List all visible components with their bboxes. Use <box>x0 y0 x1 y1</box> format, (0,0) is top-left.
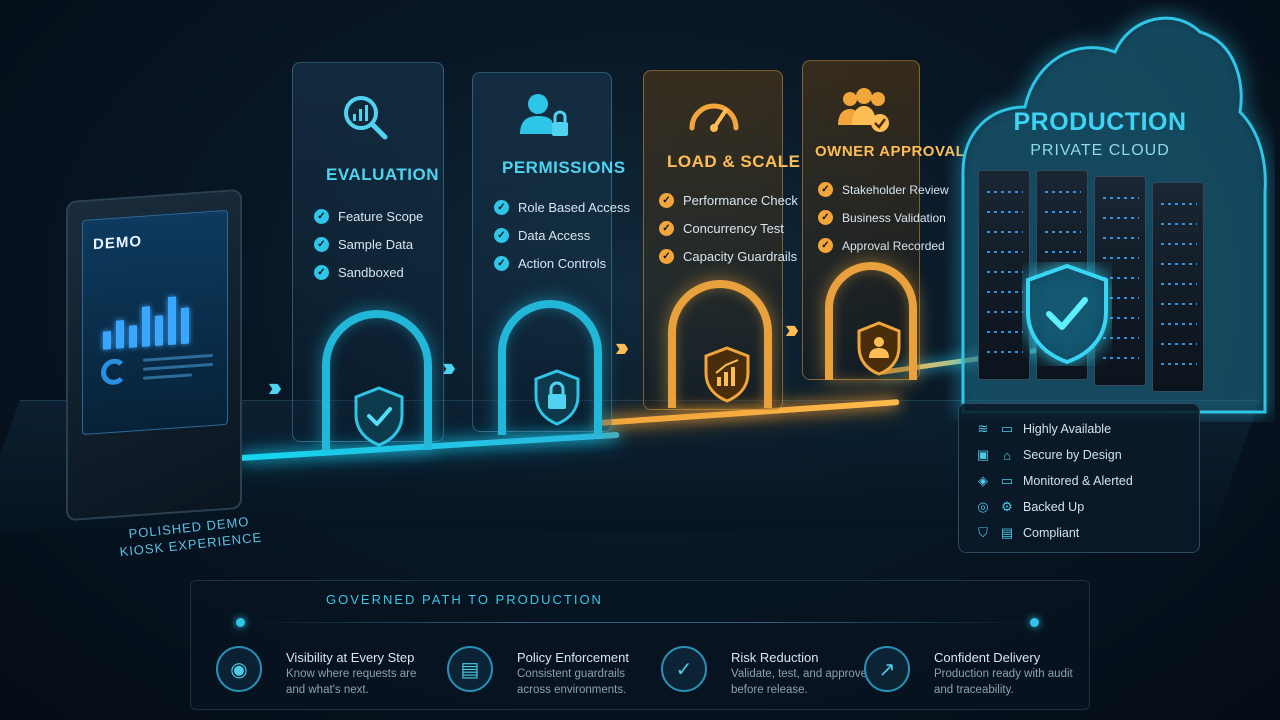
kiosk-screen-title: DEMO <box>93 232 142 254</box>
timeline-dot <box>236 618 245 627</box>
gate-arch-load-scale <box>668 280 772 408</box>
monitor-icon: ▭ <box>1000 473 1014 488</box>
list-item: ✓Concurrency Test <box>659 221 798 236</box>
shield-check-icon: ⛉ <box>978 525 988 540</box>
gate-arch-evaluation <box>322 310 432 450</box>
layers-icon: ≋ <box>977 421 989 436</box>
benefit-title: Policy Enforcement <box>517 650 629 665</box>
list-item: ≋▭Highly Available <box>975 416 1183 442</box>
stage-title-permissions: PERMISSIONS <box>502 158 626 177</box>
document-icon: ▤ <box>1000 525 1014 540</box>
stage-title-load-scale: LOAD & SCALE <box>667 152 801 171</box>
stage-title-owner-approval: OWNER APPROVAL <box>815 143 966 160</box>
benefit-desc: Production ready with audit and traceabi… <box>934 668 1073 696</box>
check-icon: ✓ <box>494 228 509 243</box>
list-item: ✓Performance Check <box>659 193 798 208</box>
list-item: ✓Business Validation <box>818 210 949 225</box>
stage-title-evaluation: EVALUATION <box>326 165 439 184</box>
list-item: ✓Action Controls <box>494 256 630 271</box>
gate-arch-owner-approval <box>825 262 917 380</box>
magnifier-chart-icon <box>344 96 388 140</box>
lock-icon <box>534 369 580 426</box>
chevron-right-icon: ››› <box>268 372 282 402</box>
gauge-icon <box>689 103 739 132</box>
shield-check-icon <box>354 386 404 447</box>
demo-kiosk: DEMO <box>66 188 242 522</box>
list-item: ✓Sandboxed <box>314 265 423 280</box>
gear-icon: ⚙ <box>1001 499 1013 514</box>
check-icon: ✓ <box>659 249 674 264</box>
check-icon: ✓ <box>659 193 674 208</box>
list-item: ✓Sample Data <box>314 237 423 252</box>
trend-up-icon: ↗ <box>864 646 910 692</box>
server-rack <box>1152 182 1204 392</box>
kiosk-screen: DEMO <box>82 209 228 436</box>
check-circle-icon: ✓ <box>661 646 707 692</box>
check-icon: ✓ <box>818 238 833 253</box>
stage-checklist-load-scale: ✓Performance Check ✓Concurrency Test ✓Ca… <box>659 193 798 277</box>
lock-icon: ▣ <box>976 447 990 462</box>
benefit-title: Confident Delivery <box>934 650 1041 665</box>
stage-panel-evaluation <box>292 62 444 442</box>
check-icon: ✓ <box>314 209 329 224</box>
monitor-icon: ▭ <box>1000 421 1014 436</box>
growth-chart-icon <box>704 346 750 403</box>
benefit-desc: Know where requests are and what's next. <box>286 668 417 696</box>
server-rack <box>978 170 1030 380</box>
document-icon: ▤ <box>447 646 493 692</box>
check-icon: ✓ <box>314 265 329 280</box>
shield-check-icon <box>1026 263 1108 365</box>
stage-checklist-permissions: ✓Role Based Access ✓Data Access ✓Action … <box>494 200 630 284</box>
kiosk-text-lines <box>143 353 213 386</box>
benefit-desc: Consistent guardrails across environment… <box>517 668 627 696</box>
gate-arch-permissions <box>498 300 602 435</box>
destination-subtitle: PRIVATE CLOUD <box>1030 142 1170 159</box>
kiosk-donut-icon <box>101 357 127 386</box>
list-item: ▣⌂Secure by Design <box>976 447 1122 463</box>
check-icon: ✓ <box>818 210 833 225</box>
list-item: ✓Data Access <box>494 228 630 243</box>
kiosk-bar-chart-icon <box>103 282 213 350</box>
timeline-dot <box>1030 618 1039 627</box>
list-item: ✓Capacity Guardrails <box>659 249 798 264</box>
check-icon: ✓ <box>659 221 674 236</box>
benefit-desc: Validate, test, and approve before relea… <box>731 668 867 696</box>
benefits-title: GOVERNED PATH TO PRODUCTION <box>326 592 603 607</box>
benefit-title: Visibility at Every Step <box>286 650 415 665</box>
benefit-title: Risk Reduction <box>731 650 819 665</box>
list-item: ◎⚙Backed Up <box>975 494 1183 520</box>
bell-icon: ◈ <box>978 473 988 488</box>
benefits-divider <box>240 622 1040 623</box>
home-icon: ⌂ <box>1003 447 1011 463</box>
destination-title: PRODUCTION <box>1013 108 1187 136</box>
check-icon: ✓ <box>494 200 509 215</box>
list-item: ✓Role Based Access <box>494 200 630 215</box>
chevron-right-icon: ››› <box>615 332 629 362</box>
check-icon: ✓ <box>494 256 509 271</box>
production-features-panel: ≋▭Highly Available ▣⌂Secure by Design ◈▭… <box>958 403 1200 553</box>
user-lock-icon <box>520 94 568 136</box>
eye-icon: ◉ <box>216 646 262 692</box>
list-item: ✓Feature Scope <box>314 209 423 224</box>
list-item: ◈▭Monitored & Alerted <box>975 468 1183 494</box>
team-check-icon <box>838 88 889 132</box>
list-item: ✓Approval Recorded <box>818 238 949 253</box>
list-item: ✓Stakeholder Review <box>818 182 949 197</box>
check-icon: ✓ <box>818 182 833 197</box>
database-icon: ◎ <box>977 499 989 514</box>
user-shield-icon <box>857 321 901 376</box>
benefits-section <box>190 580 1090 710</box>
check-icon: ✓ <box>314 237 329 252</box>
stage-checklist-owner-approval: ✓Stakeholder Review ✓Business Validation… <box>818 182 949 266</box>
list-item: ⛉▤Compliant <box>975 520 1183 546</box>
stage-checklist-evaluation: ✓Feature Scope ✓Sample Data ✓Sandboxed <box>314 209 423 293</box>
chevron-right-icon: ››› <box>785 314 799 344</box>
